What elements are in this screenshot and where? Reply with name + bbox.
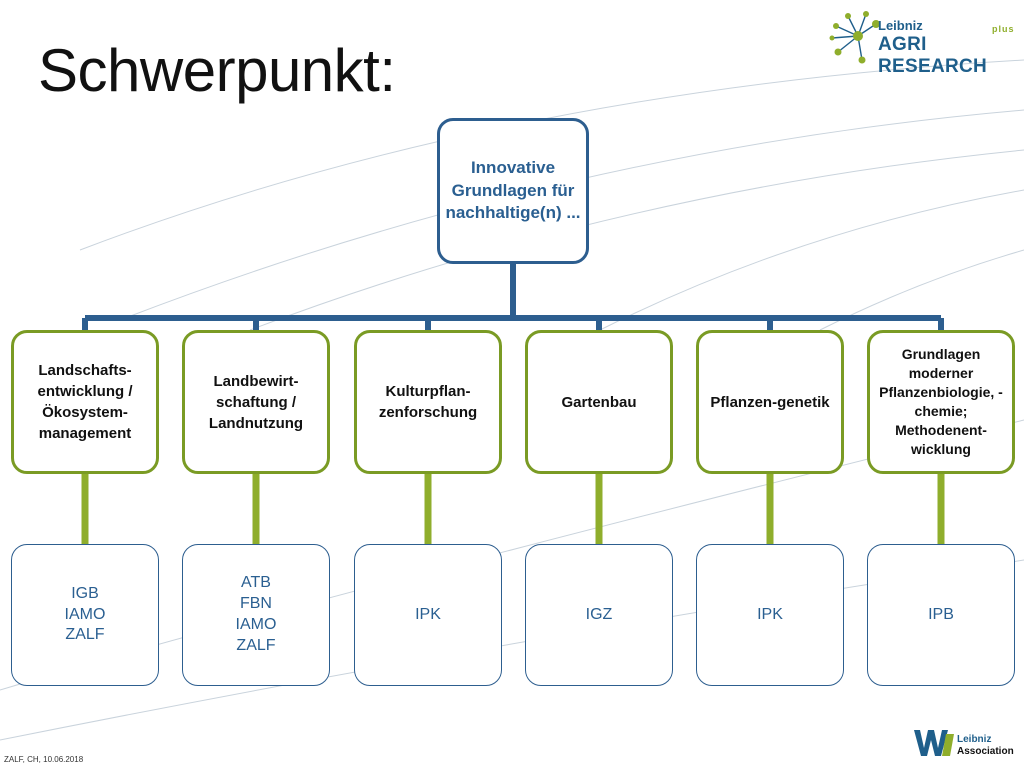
slide-title: Schwerpunkt: (38, 37, 396, 104)
root-label: Innovative Grundlagen für nachhaltige(n)… (445, 158, 581, 223)
logo-agri-research-text: AGRI RESEARCH (878, 34, 988, 77)
institute-label: IAMO (64, 605, 106, 623)
topic-label: Gartenbau (561, 393, 637, 411)
association-line-1: Leibniz (957, 734, 992, 745)
topic-node-6: Grundlagen moderner Pflanzenbiologie, -c… (867, 330, 1015, 474)
topic-node-5: Pflanzen-genetik (696, 330, 844, 474)
topic-node-2: Landbewirt-schaftung / Landnutzung (182, 330, 330, 474)
institute-label: FBN (239, 595, 272, 613)
institute-label: IPB (928, 605, 954, 623)
institutes-node-4: IGZ (525, 544, 673, 686)
institute-label: IGB (71, 584, 99, 602)
root-node: Innovative Grundlagen für nachhaltige(n)… (437, 118, 589, 264)
topic-node-1: Landschafts-entwicklung / Ökosystem-mana… (11, 330, 159, 474)
institutes-node-2: ATB FBN IAMO ZALF (182, 544, 330, 686)
topic-label: Landbewirt-schaftung / Landnutzung (208, 372, 304, 432)
institute-label: ZALF (236, 636, 276, 654)
leibniz-association-text: Leibniz Association (957, 734, 1014, 757)
institutes-node-6: IPB (867, 544, 1015, 686)
institutes-node-3: IPK (354, 544, 502, 686)
institute-label: IPK (757, 605, 783, 623)
topic-label: Landschafts-entwicklung / Ökosystem-mana… (37, 362, 133, 442)
logo-leibniz-text: Leibniz (878, 18, 923, 33)
institute-label: ZALF (65, 626, 105, 644)
association-line-2: Association (957, 745, 1014, 757)
institutes-node-5: IPK (696, 544, 844, 686)
topic-label: Kulturpflan-zenforschung (378, 383, 478, 421)
logo-plus-text: plus (992, 24, 1015, 34)
topic-node-3: Kulturpflan-zenforschung (354, 330, 502, 474)
institute-label: IAMO (235, 616, 277, 633)
topic-node-4: Gartenbau (525, 330, 673, 474)
leibniz-association-logo-icon (914, 730, 954, 756)
topic-label: Grundlagen moderner Pflanzenbiologie, -c… (879, 346, 1003, 457)
institute-label: ATB (241, 574, 271, 592)
network-logo-icon (829, 11, 880, 64)
topic-label: Pflanzen-genetik (710, 393, 830, 411)
institute-label: IGZ (585, 605, 613, 623)
slide-footer: ZALF, CH, 10.06.2018 (4, 755, 84, 764)
institute-label: IPK (415, 605, 441, 623)
institutes-node-1: IGB IAMO ZALF (11, 544, 159, 686)
